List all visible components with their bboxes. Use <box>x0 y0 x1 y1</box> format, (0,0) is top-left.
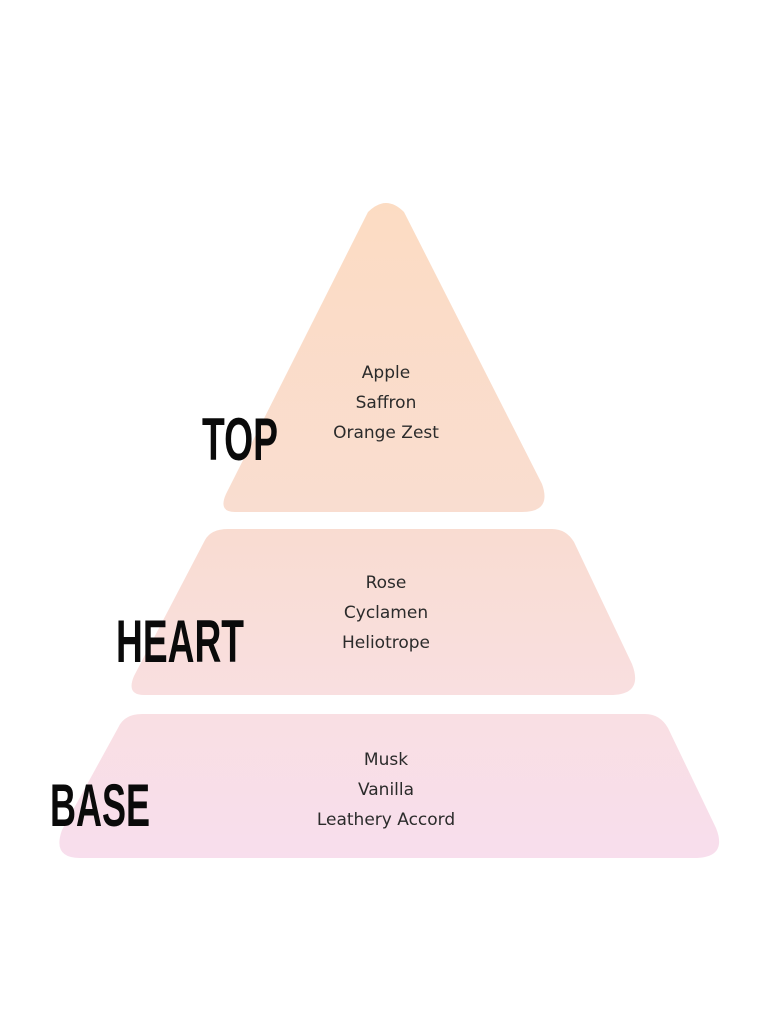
tier-top: TOP Apple Saffron Orange Zest <box>202 203 545 512</box>
note-top-3: Orange Zest <box>333 423 439 443</box>
tier-heart-label: HEART <box>116 608 244 675</box>
note-base-2: Vanilla <box>358 780 414 800</box>
note-top-2: Saffron <box>356 393 417 413</box>
note-base-1: Musk <box>364 750 408 770</box>
tier-base-shape <box>59 714 720 858</box>
note-base-3: Leathery Accord <box>317 810 455 830</box>
tier-top-label: TOP <box>202 406 278 473</box>
tier-top-shape <box>223 203 545 512</box>
tier-base-label: BASE <box>50 772 150 839</box>
note-heart-2: Cyclamen <box>344 603 428 623</box>
note-heart-1: Rose <box>366 573 407 593</box>
note-heart-3: Heliotrope <box>342 633 430 653</box>
tier-heart-shape <box>131 529 636 695</box>
tier-heart: HEART Rose Cyclamen Heliotrope <box>116 529 636 695</box>
tier-base: BASE Musk Vanilla Leathery Accord <box>50 714 720 858</box>
note-top-1: Apple <box>362 363 410 383</box>
